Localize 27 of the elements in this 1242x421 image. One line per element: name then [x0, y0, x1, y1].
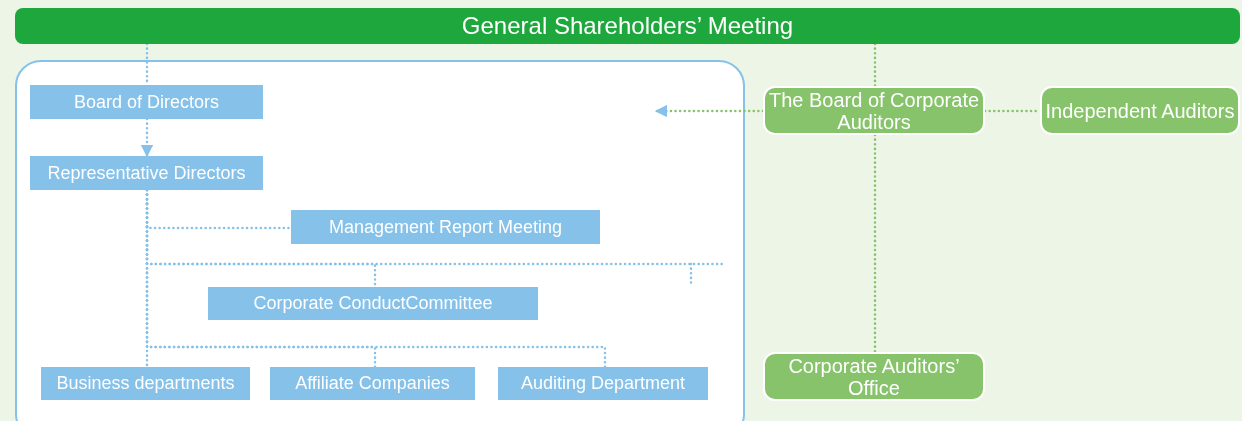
org-box: [498, 367, 708, 400]
node-label: Corporate Auditors’ Office: [787, 354, 961, 399]
org-box: [291, 210, 600, 244]
connector-line: [140, 117, 154, 158]
node-label: Auditing Department: [520, 372, 686, 395]
auditor-box: [1040, 86, 1240, 135]
group-frame: [15, 60, 745, 421]
node-label: Affiliate Companies: [295, 372, 450, 395]
node-label: Business departments: [56, 372, 235, 395]
org-box: [30, 156, 263, 190]
org-box: [270, 367, 475, 400]
connector-line: [873, 42, 877, 88]
node-label: The Board of Corporate Auditors: [767, 88, 981, 133]
node-label: Independent Auditors: [1045, 99, 1235, 122]
org-box: [208, 287, 538, 320]
auditor-box: [763, 352, 985, 401]
org-box: [41, 367, 250, 400]
node-label: Board of Directors: [73, 90, 220, 114]
org-box: [30, 85, 263, 119]
node-label: Representative Directors: [47, 161, 246, 185]
node-label: Corporate ConductCommittee: [253, 292, 493, 315]
node-label: Management Report Meeting: [328, 215, 563, 239]
connector-line: [654, 104, 765, 118]
header-bar: [15, 8, 1240, 44]
connector-line: [873, 133, 877, 354]
connector-line: [145, 188, 607, 369]
node-label: General Shareholders’ Meeting: [461, 11, 794, 41]
